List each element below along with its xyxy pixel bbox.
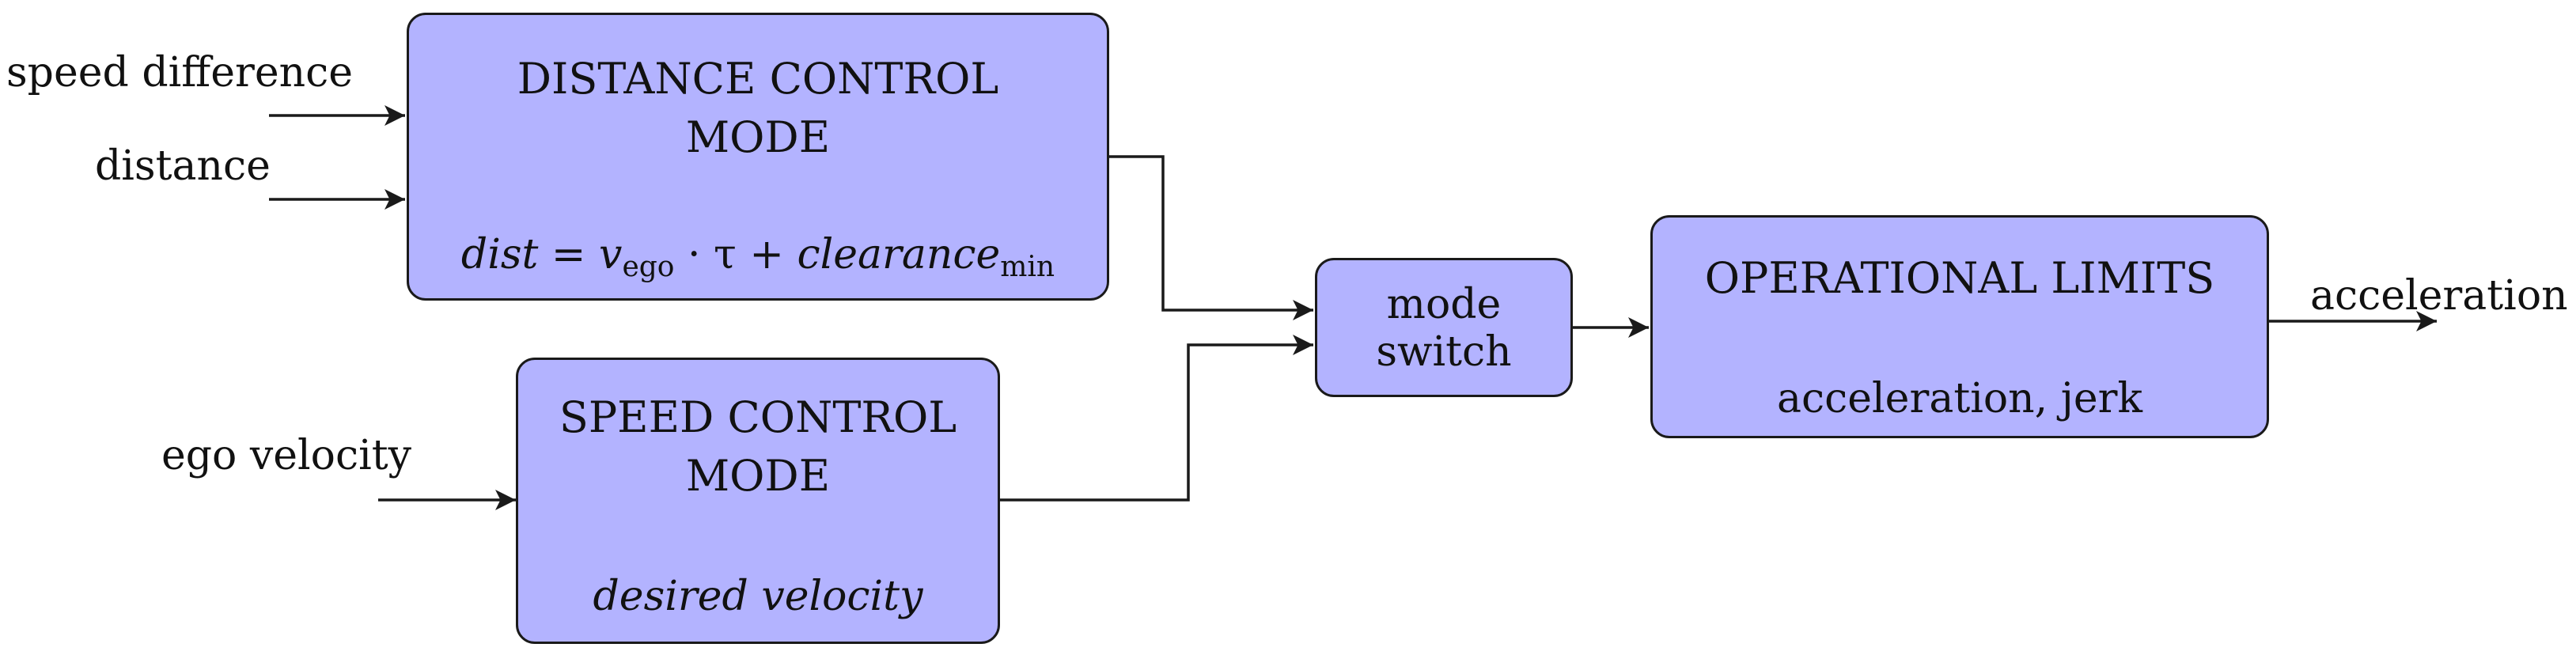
speed-control-title: SPEED CONTROL MODE xyxy=(518,388,998,505)
speed-control-mode-block: SPEED CONTROL MODE desired velocity xyxy=(516,358,1000,644)
distance-formula: dist = vego · τ + clearancemin xyxy=(409,230,1107,282)
speed-control-subtitle: desired velocity xyxy=(593,573,923,620)
formula-clearance-subscript: min xyxy=(1000,251,1055,283)
operational-limits-subtitle: acceleration, jerk xyxy=(1777,375,2142,422)
formula-clearance: clearance xyxy=(797,231,1001,278)
input-label-distance: distance xyxy=(95,142,271,190)
output-label-acceleration: acceleration xyxy=(2310,272,2568,320)
distance-control-title: DISTANCE CONTROL MODE xyxy=(409,50,1107,167)
arrow-speed-control-to-mode-switch xyxy=(1000,335,1313,502)
speed-control-title-line1: SPEED CONTROL xyxy=(559,392,957,442)
distance-control-title-line2: MODE xyxy=(685,112,831,162)
input-label-ego-velocity: ego velocity xyxy=(161,432,412,479)
formula-v: v xyxy=(599,231,623,278)
formula-v-subscript: ego xyxy=(622,251,675,283)
formula-equals: = xyxy=(538,231,600,278)
operational-limits-block: OPERATIONAL LIMITS acceleration, jerk xyxy=(1650,215,2269,438)
formula-dist: dist xyxy=(460,231,539,278)
mode-switch-line2: switch xyxy=(1376,328,1512,376)
mode-switch-label: mode switch xyxy=(1317,281,1570,376)
input-label-speed-difference: speed difference xyxy=(6,49,353,97)
distance-control-mode-block: DISTANCE CONTROL MODE dist = vego · τ + … xyxy=(407,13,1109,301)
speed-control-title-line2: MODE xyxy=(685,451,831,501)
distance-control-title-line1: DISTANCE CONTROL xyxy=(517,54,999,104)
operational-limits-title: OPERATIONAL LIMITS xyxy=(1704,253,2215,303)
formula-dot-tau: · τ + xyxy=(674,231,797,278)
mode-switch-line1: mode xyxy=(1386,281,1502,328)
arrow-distance-control-to-mode-switch xyxy=(1109,155,1313,320)
mode-switch-block: mode switch xyxy=(1315,258,1573,397)
